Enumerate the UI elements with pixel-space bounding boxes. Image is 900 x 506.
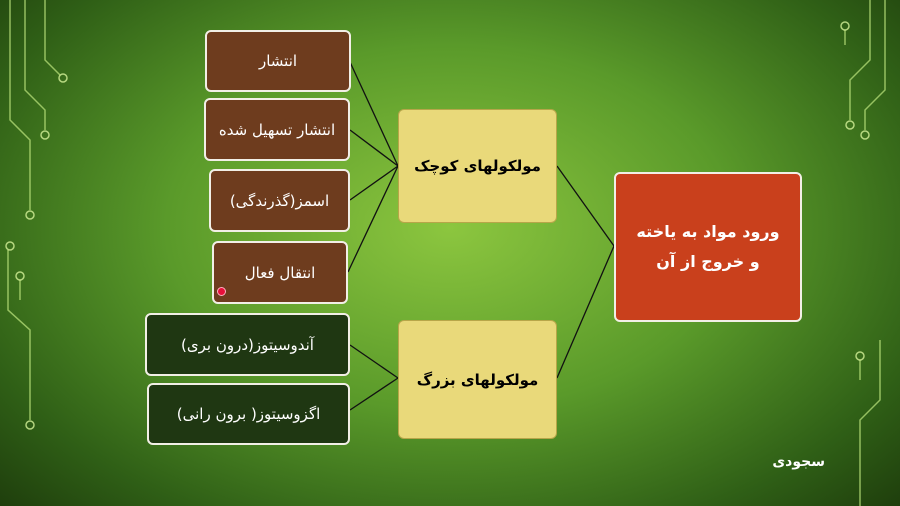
group-large-molecules-label: مولکولهای بزرگ <box>416 370 539 389</box>
main-topic-label: ورود مواد به یاخته و خروج از آن <box>636 222 780 271</box>
item-osmosis: اسمز(گذرندگی) <box>209 169 350 232</box>
item-endocytosis: آندوسیتوز(درون بری) <box>145 313 350 376</box>
author-signature: سجودی <box>772 454 825 470</box>
item-facilitated-diffusion: انتشار تسهیل شده <box>204 98 350 161</box>
group-small-molecules-label: مولکولهای کوچک <box>414 157 541 175</box>
main-topic-box: ورود مواد به یاخته و خروج از آن <box>614 172 802 322</box>
item-osmosis-label: اسمز(گذرندگی) <box>229 191 330 210</box>
item-endocytosis-label: آندوسیتوز(درون بری) <box>181 335 314 354</box>
item-diffusion: انتشار <box>205 30 351 92</box>
item-active-transport-label: انتقال فعال <box>244 263 316 282</box>
item-exocytosis: اگزوسیتوز( برون رانی) <box>147 383 350 445</box>
item-active-transport: انتقال فعال <box>212 241 348 304</box>
item-exocytosis-label: اگزوسیتوز( برون رانی) <box>176 405 321 423</box>
item-diffusion-label: انتشار <box>258 52 298 70</box>
group-small-molecules: مولکولهای کوچک <box>398 109 557 223</box>
item-facilitated-diffusion-label: انتشار تسهیل شده <box>218 120 336 139</box>
pointer-dot <box>217 287 226 296</box>
group-large-molecules: مولکولهای بزرگ <box>398 320 557 439</box>
